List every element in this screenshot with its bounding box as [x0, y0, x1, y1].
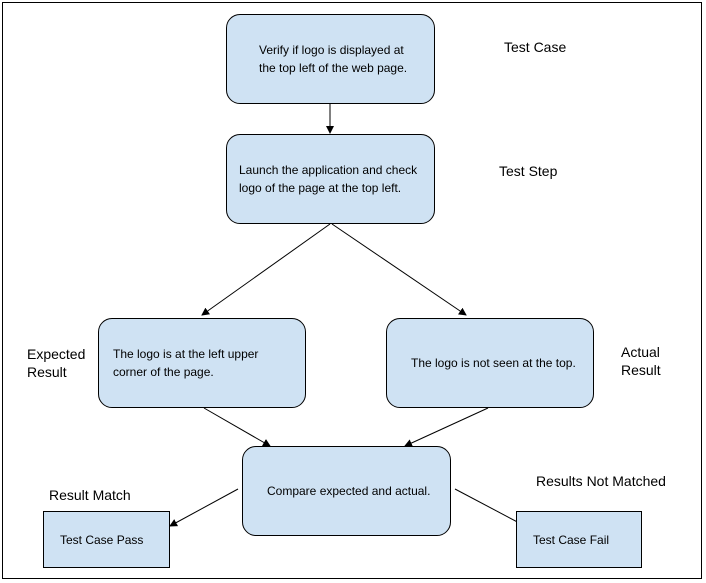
- label-actual-line1: Actual: [621, 344, 660, 360]
- compare-box-text: Compare expected and actual.: [267, 484, 431, 498]
- expected-result-box: The logo is at the left upper corner of …: [98, 318, 306, 408]
- test-case-fail-text: Test Case Fail: [533, 532, 610, 547]
- test-case-pass-text: Test Case Pass: [60, 532, 144, 547]
- label-results-not-matched: Results Not Matched: [536, 473, 666, 489]
- test-step-box-text: Launch the application and check logo of…: [239, 163, 418, 195]
- label-actual-line2: Result: [621, 362, 661, 379]
- label-expected-line1: Expected: [27, 346, 86, 362]
- compare-box: Compare expected and actual.: [242, 446, 451, 536]
- arrow-step-to-expected: [201, 223, 331, 316]
- test-step-box: Launch the application and check logo of…: [226, 134, 435, 224]
- arrow-step-to-actual: [331, 223, 467, 316]
- test-case-pass-box: Test Case Pass: [43, 511, 170, 568]
- label-result-match: Result Match: [49, 487, 131, 503]
- label-expected-result: Expected Result: [27, 345, 85, 381]
- arrow-actual-to-compare: [404, 407, 489, 447]
- test-case-box: Verify if logo is displayed at the top l…: [226, 14, 435, 104]
- test-case-fail-box: Test Case Fail: [516, 511, 642, 568]
- actual-result-box: The logo is not seen at the top.: [386, 318, 594, 408]
- arrow-compare-to-fail: [454, 488, 526, 527]
- label-test-case: Test Case: [504, 39, 567, 55]
- arrow-expected-to-compare: [203, 407, 271, 447]
- actual-result-box-text: The logo is not seen at the top.: [411, 356, 576, 370]
- label-actual-result: Actual Result: [621, 343, 661, 379]
- test-case-box-text: Verify if logo is displayed at the top l…: [259, 43, 408, 75]
- expected-result-box-text: The logo is at the left upper corner of …: [113, 347, 259, 379]
- arrow-compare-to-pass: [169, 488, 239, 527]
- label-test-step: Test Step: [499, 163, 558, 179]
- label-expected-line2: Result: [27, 364, 67, 381]
